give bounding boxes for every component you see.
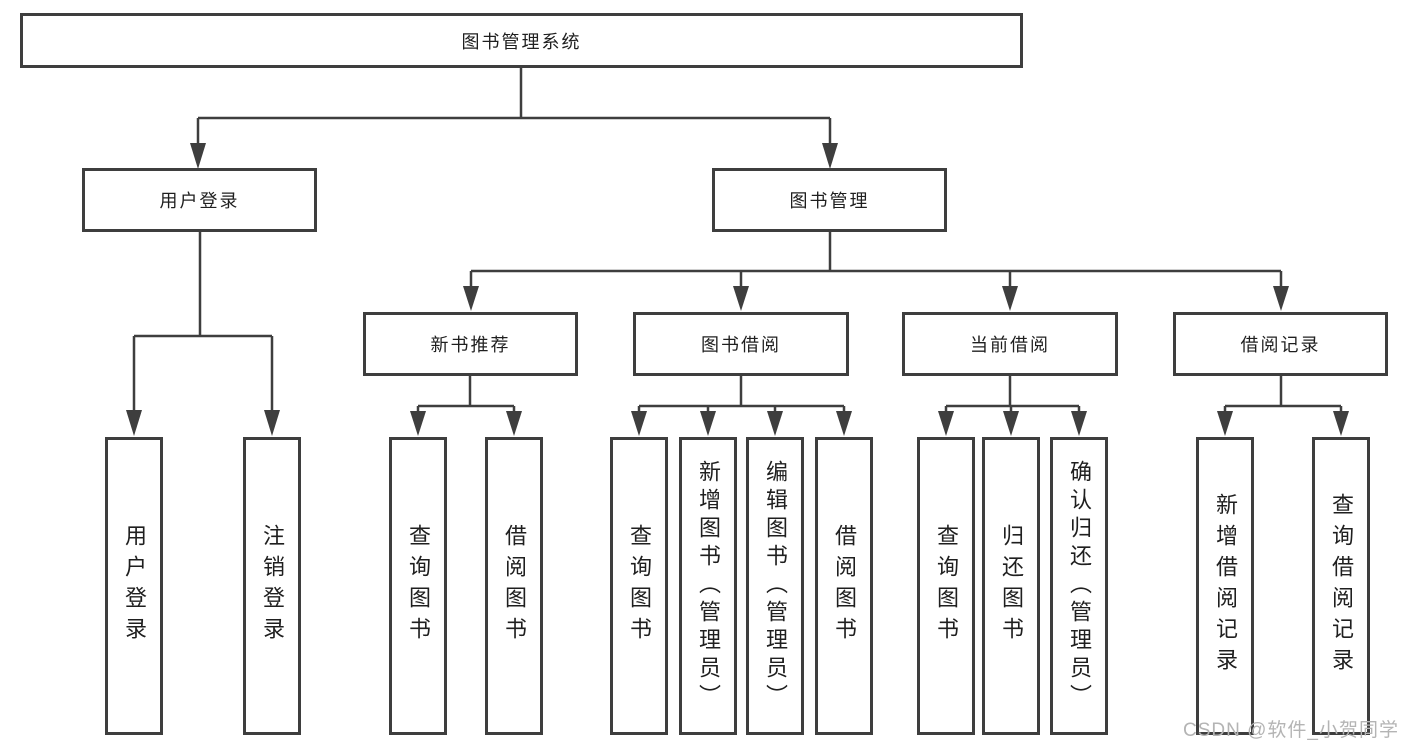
leaf-query-book-borrowing: 查询图书 — [610, 437, 668, 735]
node-label: 当前借阅 — [970, 335, 1050, 355]
node-library-management-system: 图书管理系统 — [20, 13, 1023, 68]
node-current-borrowing: 当前借阅 — [902, 312, 1118, 376]
leaf-confirm-return-admin: 确认归还（管理员） — [1050, 437, 1108, 735]
node-label: 查询图书 — [934, 524, 959, 648]
node-label: 归还图书 — [999, 524, 1024, 648]
connector-currentborrow-to-leaves — [944, 376, 1081, 412]
node-label: 新增借阅记录 — [1213, 493, 1238, 679]
connector-bookmgmt-to-level3 — [469, 232, 1283, 287]
node-label: 图书借阅 — [701, 335, 781, 355]
node-label: 借阅记录 — [1240, 335, 1321, 355]
csdn-watermark: CSDN @软件_小贺同学 — [1183, 720, 1399, 741]
connector-userlogin-to-leaves — [132, 232, 274, 411]
arrowheads — [126, 143, 1349, 436]
node-label: 确认归还（管理员） — [1067, 460, 1092, 712]
node-new-book-recommendation: 新书推荐 — [363, 312, 578, 376]
connector-root-to-level2 — [196, 68, 832, 144]
connector-newbookrec-to-leaves — [416, 376, 516, 412]
leaf-user-login: 用户登录 — [105, 437, 163, 735]
connector-borrowrecord-to-leaves — [1223, 376, 1343, 412]
node-label: 查询图书 — [627, 524, 652, 648]
leaf-return-book: 归还图书 — [982, 437, 1040, 735]
node-label: 查询图书 — [406, 524, 431, 648]
node-label: 注销登录 — [260, 524, 285, 648]
leaf-edit-book-admin: 编辑图书（管理员） — [746, 437, 804, 735]
leaf-add-borrow-record: 新增借阅记录 — [1196, 437, 1254, 735]
leaf-logout: 注销登录 — [243, 437, 301, 735]
node-label: 借阅图书 — [502, 524, 527, 648]
node-label: 用户登录 — [122, 524, 147, 648]
node-borrowing-records: 借阅记录 — [1173, 312, 1388, 376]
leaf-query-book-recommend: 查询图书 — [389, 437, 447, 735]
leaf-add-book-admin: 新增图书（管理员） — [679, 437, 737, 735]
connector-bookborrow-to-leaves — [637, 376, 846, 412]
node-label: 新书推荐 — [430, 335, 511, 355]
node-label: 用户登录 — [159, 191, 240, 211]
leaf-borrow-book-borrowing: 借阅图书 — [815, 437, 873, 735]
node-label: 查询借阅记录 — [1329, 493, 1354, 679]
leaf-borrow-book-recommend: 借阅图书 — [485, 437, 543, 735]
node-label: 编辑图书（管理员） — [763, 460, 788, 712]
leaf-query-book-current: 查询图书 — [917, 437, 975, 735]
node-label: 新增图书（管理员） — [696, 460, 721, 712]
node-label: 借阅图书 — [832, 524, 857, 648]
node-label: 图书管理 — [789, 191, 870, 211]
node-book-management: 图书管理 — [712, 168, 947, 232]
node-book-borrowing: 图书借阅 — [633, 312, 849, 376]
node-label: 图书管理系统 — [461, 31, 582, 52]
leaf-query-borrow-record: 查询借阅记录 — [1312, 437, 1370, 735]
node-user-login: 用户登录 — [82, 168, 317, 232]
